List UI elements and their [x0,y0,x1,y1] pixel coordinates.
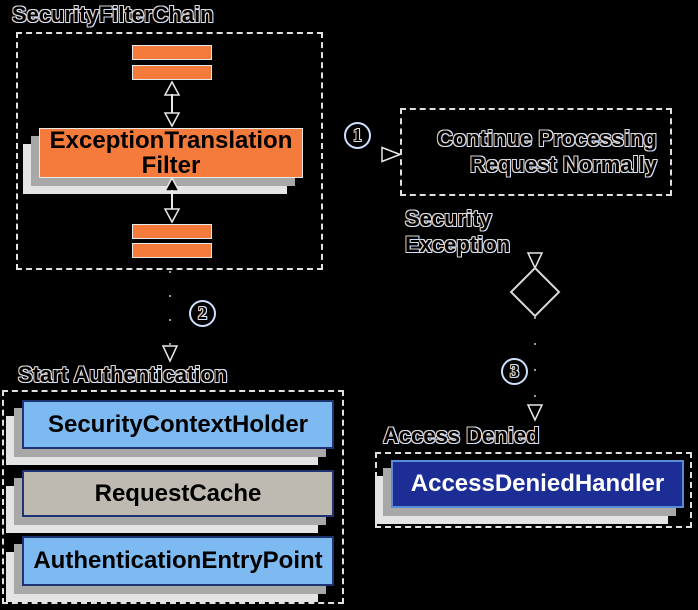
security-filter-chain-title: SecurityFilterChain [12,2,214,27]
exception-translation-filter-label-line2: Filter [141,152,201,179]
double-arrow-icon [163,176,181,224]
step-2-number: 2 [198,303,207,323]
exception-translation-filter-box: ExceptionTranslation Filter [39,128,303,178]
arrow-right-icon [381,146,402,163]
request-cache-box: RequestCache [22,470,334,517]
access-denied-handler-box: AccessDeniedHandler [391,460,684,508]
step-1-number: 1 [353,125,362,145]
exception-translation-filter-label-line1: ExceptionTranslation [49,127,293,154]
access-denied-label: Access Denied [383,423,540,448]
start-authentication-box [2,390,344,604]
security-filter-chain-box [16,32,323,270]
filter-bar-top-1 [132,45,212,60]
start-authentication-label: Start Authentication [18,362,228,387]
step-3-number: 3 [510,361,519,381]
step-3-badge: 3 [501,358,528,385]
double-arrow-icon [163,80,181,128]
step-2-badge: 2 [189,300,216,327]
continue-processing-box: Continue Processing Request Normally [400,108,672,196]
security-exception-label: Security Exception [405,206,511,257]
continue-processing-label-line1: Continue Processing [436,126,657,151]
arrow-down-icon [526,252,544,269]
continue-processing-label-line2: Request Normally [469,152,657,177]
step-1-badge: 1 [344,122,371,149]
arrow-down-icon [161,271,179,363]
authentication-entry-point-box: AuthenticationEntryPoint [22,536,334,586]
filter-bar-bottom-1 [132,224,212,239]
access-denied-box [375,452,692,528]
decision-diamond [509,266,561,318]
filter-bar-bottom-2 [132,243,212,258]
arrow-down-icon [526,317,544,422]
filter-bar-top-2 [132,65,212,80]
security-context-holder-box: SecurityContextHolder [22,400,334,449]
